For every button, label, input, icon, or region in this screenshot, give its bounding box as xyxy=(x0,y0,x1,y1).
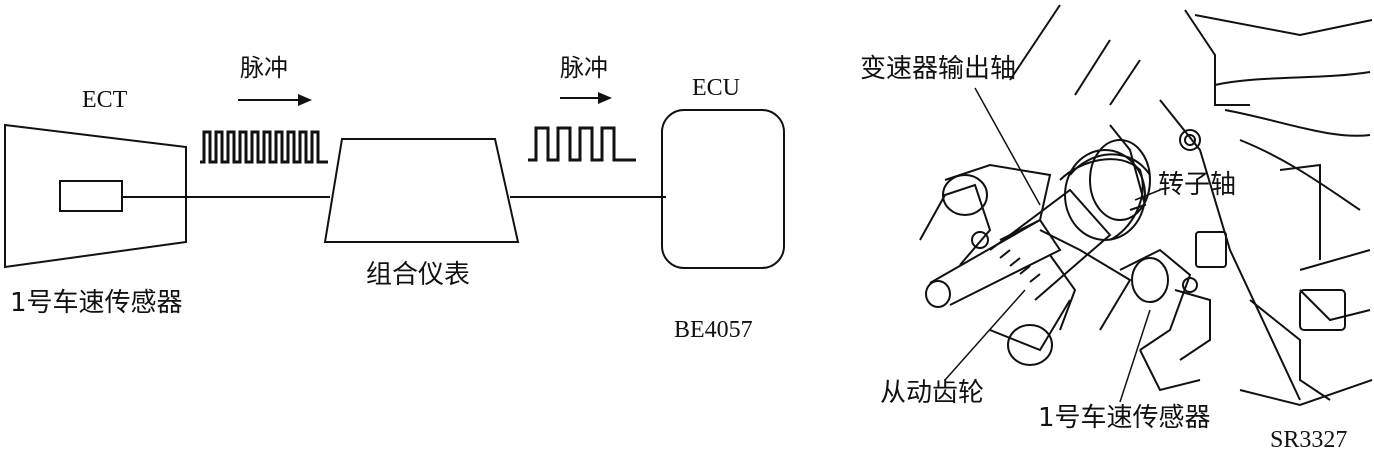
right-figure-code: SR3327 xyxy=(1270,427,1348,453)
left-figure-code: BE4057 xyxy=(674,317,753,343)
pulse-label-dense: 脉冲 xyxy=(240,54,288,82)
instrument-cluster-block xyxy=(323,138,520,243)
leader-rotor-shaft xyxy=(1134,189,1161,201)
pulse-label-sparse: 脉冲 xyxy=(560,54,608,82)
driven-gear-label: 从动齿轮 xyxy=(880,378,985,408)
output-shaft-label: 变速器输出轴 xyxy=(860,54,1017,84)
ecu-label: ECU xyxy=(692,75,740,101)
sensor-element xyxy=(59,180,123,212)
transmission-illustration xyxy=(919,4,1373,407)
right-sensor-label: 1号车速传感器 xyxy=(1038,403,1211,433)
leader-driven-gear xyxy=(944,289,1026,381)
arrow-right-1 xyxy=(238,94,312,106)
ecu-block xyxy=(661,109,785,269)
rotor-shaft-label: 转子轴 xyxy=(1158,170,1237,200)
pulse-train-sparse xyxy=(528,126,636,162)
arrow-right-2 xyxy=(560,92,612,104)
left-sensor-label: 1号车速传感器 xyxy=(10,288,183,318)
pulse-train-dense xyxy=(200,130,328,164)
leader-speed-sensor xyxy=(1119,309,1151,403)
ect-label: ECT xyxy=(82,87,128,113)
cluster-label: 组合仪表 xyxy=(366,260,471,290)
leader-output-shaft xyxy=(974,87,1041,206)
